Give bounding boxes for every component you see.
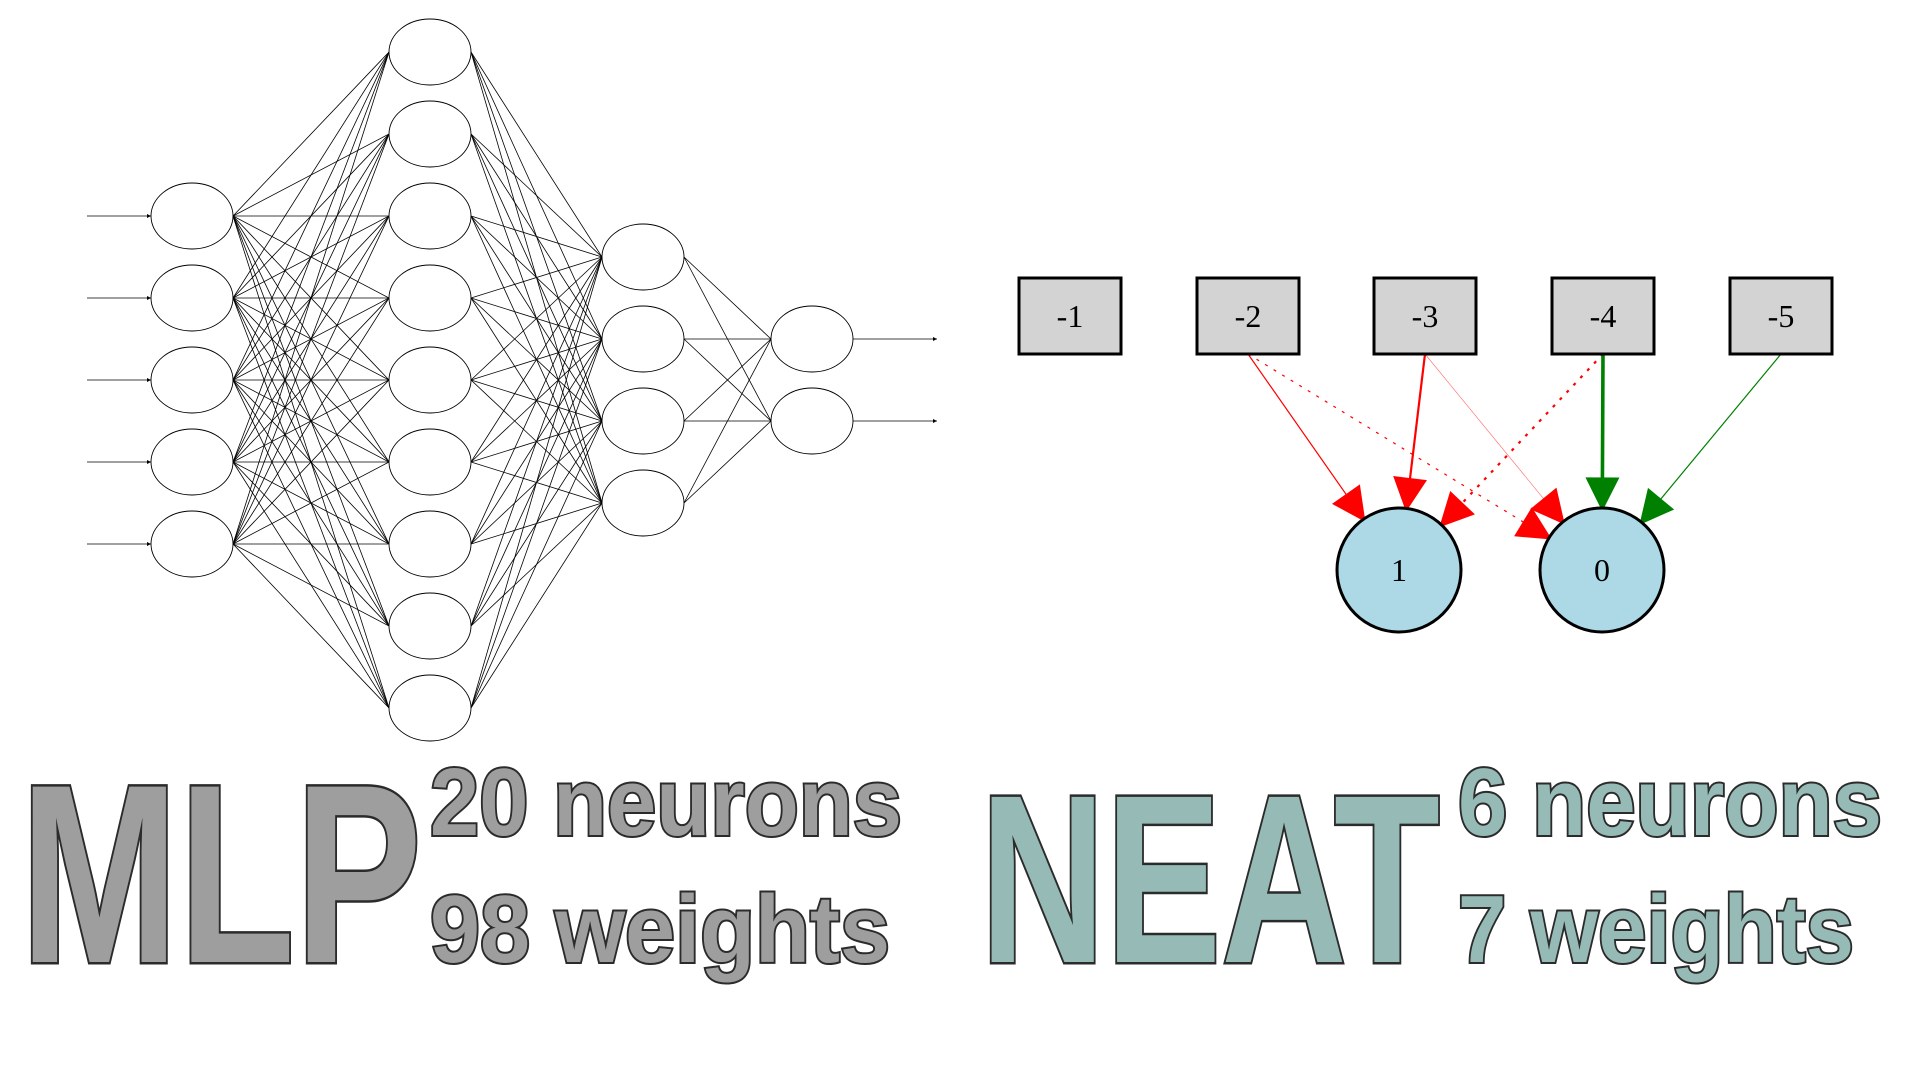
mlp-connection — [232, 379, 390, 545]
neat-output-circle — [1538, 506, 1666, 634]
mlp-neuron — [388, 182, 472, 250]
neat-input-node: -1 — [1017, 276, 1123, 356]
neat-output-label: 1 — [1391, 552, 1407, 588]
mlp-connection — [470, 420, 603, 709]
mlp-connection — [232, 215, 390, 545]
mlp-neuron — [388, 346, 472, 414]
neat-input-nodes: -1 -2 -3 -4 -5 — [1017, 276, 1834, 356]
neat-input-box — [1372, 276, 1478, 356]
mlp-connection — [470, 256, 603, 463]
mlp-neuron — [770, 387, 854, 455]
mlp-connection — [683, 420, 772, 504]
neat-input-label: -2 — [1235, 298, 1262, 334]
mlp-neuron — [388, 100, 472, 168]
neat-connection-n5-to-0 — [1639, 353, 1782, 525]
mlp-neuron — [388, 510, 472, 578]
mlp-neuron — [150, 510, 234, 578]
neat-output-node: 0 — [1538, 506, 1666, 634]
mlp-connection — [232, 51, 390, 463]
neat-output-node: 1 — [1335, 506, 1463, 634]
mlp-neuron — [601, 223, 685, 291]
neat-input-box — [1195, 276, 1301, 356]
mlp-connection — [232, 51, 390, 217]
mlp-title: MLP — [20, 732, 422, 1017]
neat-input-label: -1 — [1057, 298, 1084, 334]
neat-input-box — [1017, 276, 1123, 356]
mlp-connection — [470, 256, 603, 545]
mlp-neuron — [601, 305, 685, 373]
neat-connection-n4-to-1 — [1439, 353, 1604, 528]
mlp-io-arrows — [87, 214, 937, 546]
neat-input-label: -4 — [1590, 298, 1617, 334]
mlp-connections — [232, 51, 772, 709]
mlp-neuron — [150, 346, 234, 414]
neat-neurons-label: 6 neurons — [1458, 749, 1882, 856]
neat-input-node: -3 — [1372, 276, 1478, 356]
neat-connections — [1247, 353, 1782, 540]
mlp-connection — [683, 256, 772, 340]
mlp-connection — [232, 543, 390, 627]
neat-title: NEAT — [980, 745, 1440, 1013]
mlp-connection — [683, 338, 772, 422]
neat-connection-n4-to-0 — [1585, 353, 1620, 512]
mlp-neuron — [388, 674, 472, 742]
mlp-connection — [683, 338, 772, 504]
mlp-connection — [232, 133, 390, 545]
mlp-connection — [232, 543, 390, 709]
mlp-connection — [470, 256, 603, 627]
mlp-connection — [470, 338, 603, 709]
mlp-neuron — [150, 264, 234, 332]
mlp-neuron — [150, 428, 234, 496]
neat-output-label: 0 — [1594, 552, 1610, 588]
neat-input-label: -5 — [1768, 298, 1795, 334]
neat-connection-n2-to-1 — [1247, 353, 1366, 522]
neat-output-circle — [1335, 506, 1463, 634]
mlp-neuron — [388, 592, 472, 660]
neat-input-label: -3 — [1412, 298, 1439, 334]
neat-input-node: -2 — [1195, 276, 1301, 356]
mlp-neuron — [150, 182, 234, 250]
mlp-connection — [470, 133, 603, 258]
mlp-neuron — [601, 469, 685, 537]
mlp-connection — [232, 51, 390, 381]
mlp-connection — [232, 461, 390, 545]
mlp-connection — [232, 297, 390, 545]
mlp-connection — [470, 215, 603, 258]
neat-input-node: -5 — [1728, 276, 1834, 356]
mlp-connection — [232, 51, 390, 545]
mlp-neurons — [150, 18, 854, 742]
mlp-caption: MLP 20 neurons 98 weights — [18, 730, 905, 1020]
neat-connection-n3-to-1 — [1393, 353, 1427, 512]
mlp-weights-label: 98 weights — [430, 876, 890, 983]
mlp-connection — [470, 256, 603, 381]
mlp-neurons-label: 20 neurons — [430, 749, 902, 856]
mlp-neuron — [388, 18, 472, 86]
neat-weights-label: 7 weights — [1458, 876, 1854, 983]
neat-input-node: -4 — [1550, 276, 1656, 356]
mlp-connection — [232, 51, 390, 299]
mlp-connection — [470, 256, 603, 299]
mlp-connection — [470, 502, 603, 709]
mlp-neuron — [388, 264, 472, 332]
mlp-neuron — [601, 387, 685, 455]
mlp-neuron — [388, 428, 472, 496]
mlp-connection — [470, 256, 603, 709]
mlp-connection — [470, 51, 603, 258]
neat-caption: NEAT 6 neurons 7 weights — [978, 743, 1885, 1016]
neat-connection-n3-to-0 — [1424, 353, 1565, 525]
mlp-network-diagram — [87, 18, 937, 742]
mlp-neuron — [770, 305, 854, 373]
neat-input-box — [1550, 276, 1656, 356]
neat-input-box — [1728, 276, 1834, 356]
